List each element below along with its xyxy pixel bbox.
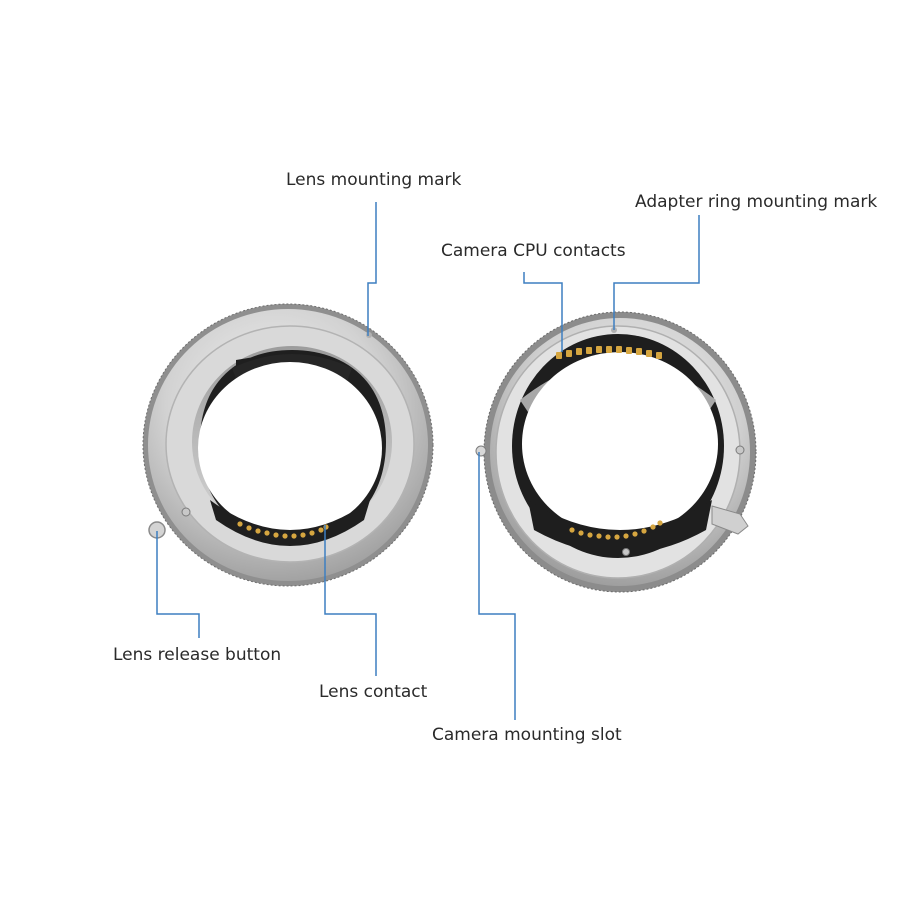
camera-cpu-contact-pins	[556, 346, 662, 359]
label-camera-cpu-contacts: Camera CPU contacts	[441, 241, 626, 261]
leader-camera-mounting-slot	[478, 452, 516, 720]
left-bayonet-tab-bottom	[210, 500, 370, 546]
leader-lines	[156, 202, 700, 720]
leader-lens-release-button	[156, 531, 200, 638]
right-adapter	[475, 311, 757, 593]
leader-adapter-ring-mounting-mark	[613, 215, 700, 330]
right-screw-2	[622, 548, 630, 556]
left-aperture	[198, 362, 382, 534]
right-lock-tab	[711, 505, 749, 535]
leader-lens-mounting-mark	[367, 202, 377, 336]
right-bayonet-tab	[528, 500, 712, 554]
label-adapter-ring-mounting-mark: Adapter ring mounting mark	[635, 192, 878, 212]
right-aperture	[522, 352, 718, 536]
leader-lens-contact	[324, 525, 377, 676]
lens-mounting-mark-dot	[366, 332, 372, 338]
left-screw	[181, 507, 191, 517]
right-screw-1	[735, 445, 745, 455]
leader-camera-cpu-contacts	[523, 272, 563, 352]
label-lens-contact: Lens contact	[319, 682, 428, 702]
label-lens-mounting-mark: Lens mounting mark	[286, 170, 462, 190]
right-lower-contact-pins	[569, 520, 663, 540]
left-adapter	[142, 303, 434, 587]
camera-mounting-slot-pin	[475, 445, 487, 457]
label-camera-mounting-slot: Camera mounting slot	[432, 725, 622, 745]
label-lens-release-button: Lens release button	[113, 645, 282, 665]
